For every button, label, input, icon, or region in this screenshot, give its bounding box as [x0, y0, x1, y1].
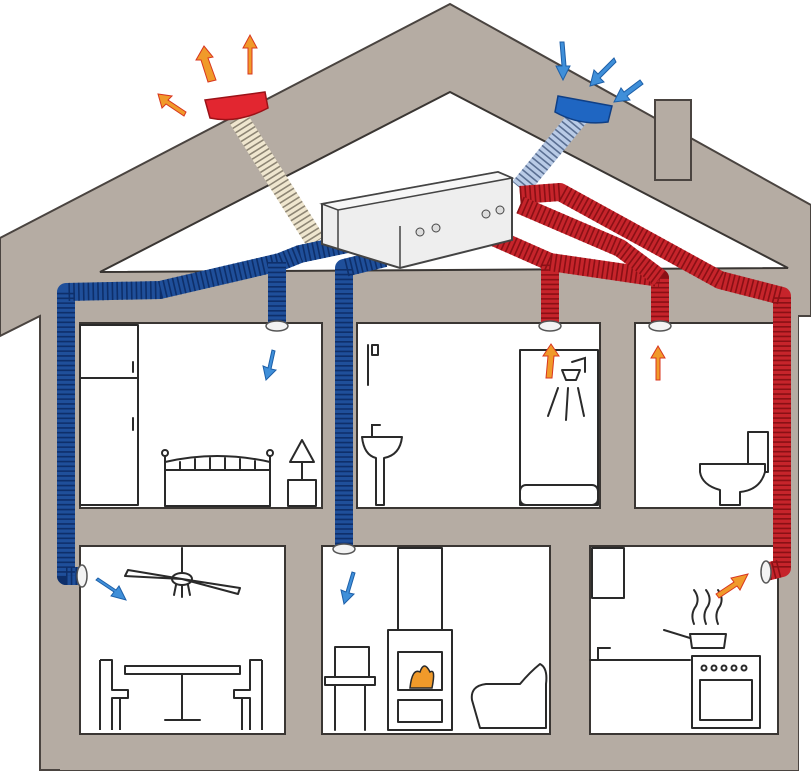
heat-recovery-unit: [319, 170, 515, 270]
intake-arrows: [95, 41, 644, 606]
chimney: [654, 99, 692, 181]
ceiling-fan-icon: [124, 569, 241, 595]
exhaust-arrows: [157, 33, 749, 599]
room-vents: [76, 320, 772, 588]
toilet-furniture: [699, 431, 769, 506]
faucet: [597, 647, 611, 661]
roof-intake-vent: [512, 95, 613, 195]
shower-icon: [561, 369, 581, 381]
bedroom-furniture: [79, 324, 317, 507]
bathroom-furniture: [361, 344, 599, 506]
chimney-flue: [397, 547, 443, 631]
chair-left: [99, 659, 129, 730]
dining-table: [124, 665, 241, 675]
bed: [164, 469, 271, 507]
supply-ducts: [57, 227, 388, 585]
living-furniture: [324, 547, 548, 731]
chair-right: [233, 659, 263, 730]
armchair: [470, 663, 548, 729]
roof-exhaust-vent: [204, 91, 325, 248]
kitchen-furniture: [589, 547, 761, 729]
shower-enclosure: [519, 349, 599, 506]
dining-furniture: [99, 547, 263, 730]
tv: [334, 646, 370, 678]
wardrobe: [79, 324, 139, 506]
sink: [361, 436, 403, 506]
wall-cabinet: [591, 547, 625, 599]
saucepan: [689, 633, 727, 649]
toilet-bowl: [699, 463, 766, 506]
